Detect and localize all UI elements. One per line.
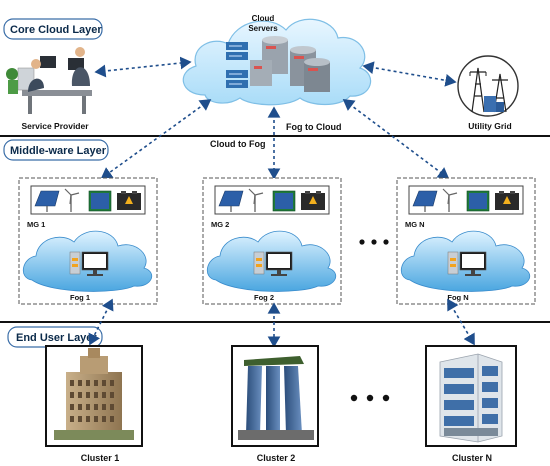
solar-panel-icon	[412, 190, 438, 212]
fog-cloud	[401, 230, 531, 292]
charger-icon	[301, 191, 325, 210]
fog-to-cloud-label: Fog to Cloud	[286, 122, 341, 132]
microgrid-equipment	[30, 185, 146, 215]
cloud-servers: Cloud Servers	[182, 14, 372, 106]
svg-text:Core Cloud Layer: Core Cloud Layer	[10, 24, 102, 36]
service-provider-label: Service Provider	[21, 121, 89, 131]
fog1-cluster1-link	[88, 298, 114, 346]
cloud-to-fog-label: Cloud to Fog	[210, 139, 265, 149]
fog-label: Fog 1	[70, 293, 90, 302]
server-icon	[447, 251, 459, 275]
charger-icon	[117, 191, 141, 210]
fog-label: Fog 2	[254, 293, 274, 302]
battery-icon	[466, 190, 490, 212]
microgrid-label: MG 2	[211, 220, 229, 229]
cluster-1-label: Cluster 1	[81, 453, 120, 463]
fog-label: Fog N	[447, 293, 468, 302]
microgrid-boxes: MG 1 Fog 1 MG 2 Fog 2 MG N Fog N	[18, 177, 536, 305]
charger-icon	[495, 191, 519, 210]
provider-cloud-link	[94, 56, 192, 78]
middle-layer-label: Middle-ware Layer	[3, 139, 109, 161]
cluster-n-frame	[425, 345, 517, 447]
more-clusters-dots	[350, 394, 390, 402]
building-icon	[54, 348, 134, 440]
microgrid-label: MG N	[405, 220, 425, 229]
cluster-n-label: Cluster N	[452, 453, 492, 463]
transmission-tower-icon	[469, 67, 487, 113]
wind-turbine-icon	[248, 188, 264, 212]
fog-cloud	[23, 230, 153, 292]
grid-cloud-link	[362, 61, 457, 87]
cluster-1-frame	[45, 345, 143, 447]
computer-icon	[459, 251, 487, 276]
microgrid-box-1: MG 1 Fog 1	[18, 177, 158, 305]
service-provider-icon	[6, 47, 92, 114]
microgrid-label: MG 1	[27, 220, 45, 229]
more-microgrids-dots	[359, 239, 389, 245]
utility-grid-label: Utility Grid	[468, 121, 511, 131]
fogN-clusterN-link	[447, 298, 475, 346]
building-icon	[238, 356, 314, 440]
microgrid-equipment	[408, 185, 524, 215]
svg-text:Middle-ware Layer: Middle-ware Layer	[10, 145, 107, 157]
wind-turbine-icon	[64, 188, 80, 212]
svg-text:Servers: Servers	[248, 24, 278, 33]
utility-grid-icon	[457, 55, 519, 117]
building-icon	[439, 353, 503, 443]
solar-panel-icon	[34, 190, 60, 212]
server-icon	[69, 251, 81, 275]
wind-turbine-icon	[442, 188, 458, 212]
server-icon	[226, 42, 248, 88]
cloud-fogN-link	[342, 99, 450, 179]
fog-cloud	[207, 230, 337, 292]
microgrid-equipment	[214, 185, 330, 215]
svg-text:Cloud: Cloud	[252, 14, 275, 23]
svg-text:End User Layer: End User Layer	[16, 332, 97, 344]
database-icon	[250, 36, 330, 92]
battery-icon	[88, 190, 112, 212]
end-user-layer-label: End User Layer	[7, 326, 103, 348]
microgrid-box-2: MG 2 Fog 2	[202, 177, 342, 305]
cloud-fog1-link	[100, 99, 212, 179]
core-layer-label: Core Cloud Layer	[3, 18, 103, 40]
solar-panel-icon	[218, 190, 244, 212]
microgrid-box-3: MG N Fog N	[396, 177, 536, 305]
battery-icon	[272, 190, 296, 212]
computer-icon	[81, 251, 109, 276]
cluster-2-frame	[231, 345, 319, 447]
server-icon	[253, 251, 265, 275]
computer-icon	[265, 251, 293, 276]
cluster-2-label: Cluster 2	[257, 453, 296, 463]
